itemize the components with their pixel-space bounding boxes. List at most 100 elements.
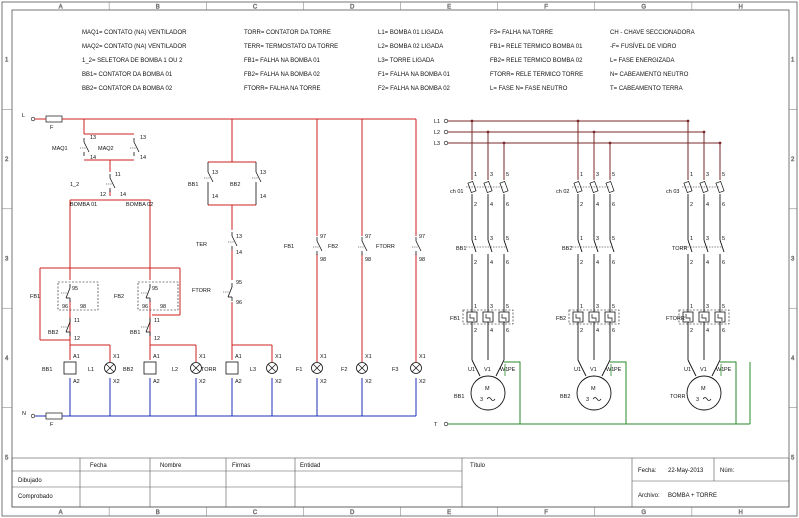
l3-label: L3 (250, 367, 256, 373)
motor-terminal: U1 (574, 367, 581, 373)
terminal-number: 2 (474, 202, 477, 208)
t12: 12 (154, 336, 160, 342)
motor-symbol (576, 375, 612, 411)
terminal-number: 3 (706, 172, 709, 178)
terminal-number: 5 (506, 236, 509, 242)
terminal-number: 3 (706, 304, 709, 310)
zone-col-label: D (350, 510, 355, 516)
archivo-value: BOMBA + TORRE (668, 493, 717, 499)
legend-item: CH - CHAVE SECCIONADORA (610, 30, 695, 36)
zone-col-label: E (447, 510, 451, 516)
zone-col-label: G (641, 5, 646, 11)
motor-terminal: V1 (484, 367, 491, 373)
phase-wiring (35, 118, 417, 362)
terminal-number: 1 (474, 172, 477, 178)
t95: 95 (236, 280, 242, 286)
terminal-number: 3 (490, 236, 493, 242)
fb1-label: FB1 (30, 294, 40, 300)
fuse-top (45, 115, 63, 123)
terminal-number: 2 (474, 260, 477, 266)
torr-coil (225, 361, 239, 375)
terminal-number: 3 (490, 304, 493, 310)
legend-item: BB2= CONTATOR DA BOMBA 02 (82, 86, 173, 92)
terminal-number: 1 (580, 172, 583, 178)
t98: 98 (80, 304, 86, 310)
zone-col-label: B (156, 510, 160, 516)
title-block (11, 457, 790, 508)
terminal-number: 1 (690, 304, 693, 310)
t14: 14 (140, 155, 146, 161)
terminal-number: 3 (490, 172, 493, 178)
t96: 96 (236, 300, 242, 306)
fecha-label: Fecha: (638, 468, 657, 474)
terminal-number: 6 (506, 260, 509, 266)
bb2-coil-label: BB2 (123, 367, 133, 373)
terminal-number: 5 (612, 172, 615, 178)
zone-col-label: E (447, 5, 451, 11)
a2: A2 (153, 379, 160, 385)
t13: 13 (260, 170, 266, 176)
svg-text:X1: X1 (113, 354, 120, 360)
t14: 14 (212, 194, 218, 200)
fb1-fault-label: FB1 (284, 244, 294, 250)
legend-item: L3= TORRE LIGADA (378, 58, 434, 64)
legend-item: TERR= TERMOSTATO DA TORRE (244, 44, 338, 50)
legend-item: L= FASE ENERGIZADA (610, 58, 675, 64)
lamp-l3 (266, 362, 278, 374)
terminal-number: 2 (690, 202, 693, 208)
terminal-number: 4 (490, 328, 493, 334)
fuse-bottom-label: F (50, 422, 54, 428)
zone-col-label: G (641, 510, 646, 516)
fb1-relay-box (57, 281, 99, 311)
terminal-number: 3 (596, 172, 599, 178)
zone-row-label: 3 (5, 257, 9, 263)
zone-col-label: H (738, 5, 742, 11)
power-buses (448, 120, 720, 144)
terminal-number: 6 (722, 260, 725, 266)
archivo-label: Archivo: (638, 493, 660, 499)
contactor-label: TORR (672, 246, 688, 252)
t97: 97 (419, 234, 425, 240)
bb1-aux-label: BB1 (188, 182, 198, 188)
lamp-f3 (410, 362, 422, 374)
contactor-label: BB2 (562, 246, 572, 252)
thermal-relay-label: FTORR (666, 316, 685, 322)
t13: 13 (90, 135, 96, 141)
fecha-value: 22-May-2013 (668, 468, 704, 474)
pe-terminal: PE (508, 367, 516, 373)
terminal-number: 4 (706, 260, 709, 266)
zone-col-label: H (738, 510, 742, 516)
legend-item: F3= FALHA NA TORRE (490, 30, 553, 36)
bomba02-label: BOMBA 02 (126, 202, 153, 208)
legend-item: N= CABEAMENTO NEUTRO (610, 72, 689, 78)
nombre-header: Nombre (160, 463, 182, 469)
fecha-header: Fecha (90, 463, 107, 469)
svg-text:X2: X2 (199, 379, 206, 385)
terminal-number: 2 (580, 328, 583, 334)
terminal-number: 6 (612, 202, 615, 208)
disconnector-label: ch 01 (450, 189, 463, 195)
motor-terminal: V1 (590, 367, 597, 373)
t96: 96 (142, 304, 148, 310)
f1-label: F1 (296, 367, 302, 373)
terminal-number: 2 (580, 260, 583, 266)
t13: 13 (140, 135, 146, 141)
motor-symbol (470, 375, 506, 411)
pe-terminal: PE (614, 367, 622, 373)
svg-text:X2: X2 (113, 379, 120, 385)
terminal-number: 6 (722, 328, 725, 334)
terminal-number: 2 (690, 260, 693, 266)
ftorr-fault-label: FTORR (376, 244, 395, 250)
a2: A2 (235, 379, 242, 385)
legend-item: FB2= RELE TERMICO BOMBA 02 (490, 58, 583, 64)
terminal-number: 4 (490, 260, 493, 266)
t13: 13 (212, 170, 218, 176)
legend-item: FB1= FALHA NA BOMBA 01 (244, 58, 321, 64)
terminal-number: 5 (612, 304, 615, 310)
t98: 98 (365, 257, 371, 263)
fuse-top-label: F (50, 125, 54, 131)
